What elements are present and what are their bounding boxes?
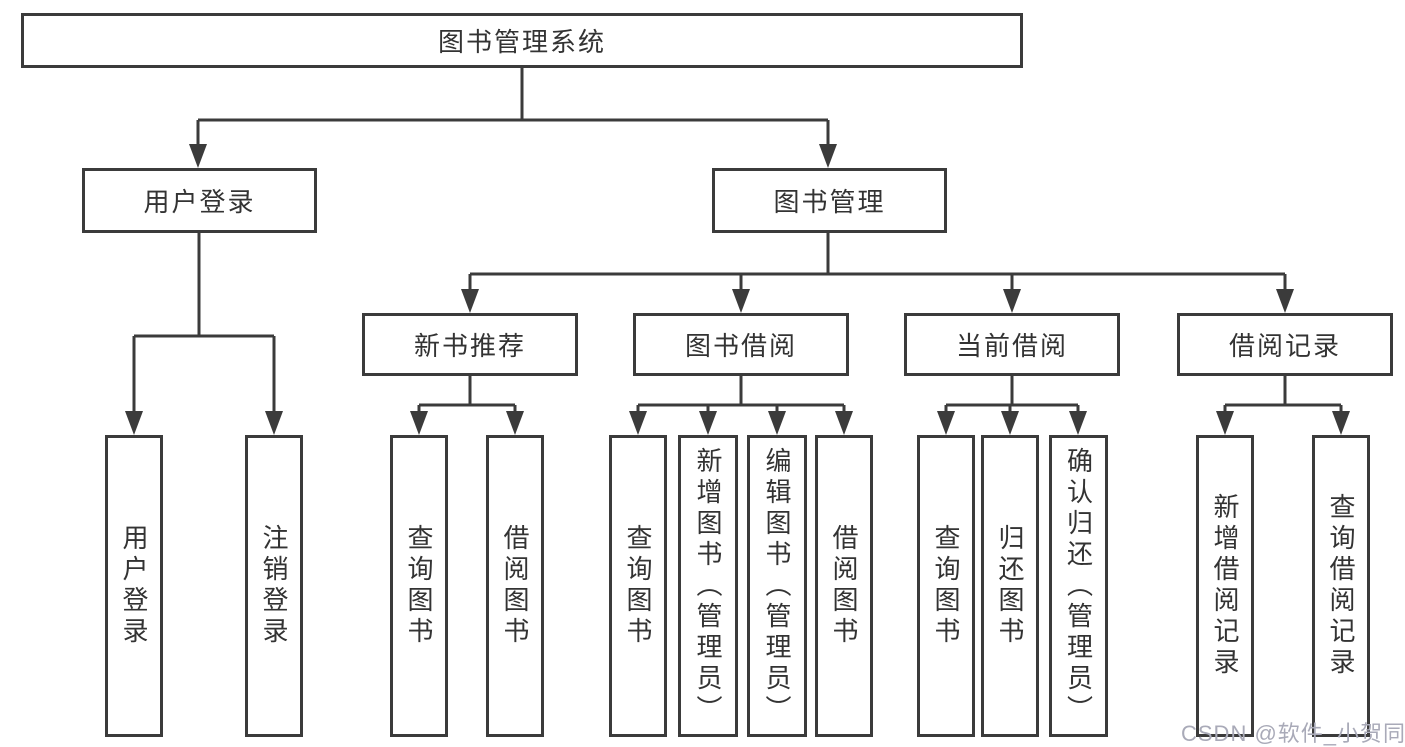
arrowheads <box>125 144 1350 435</box>
node-label: 图书管理 <box>773 187 886 217</box>
csdn-watermark: CSDN @软件_小贺同学 <box>1181 721 1405 746</box>
leaf-edit-book-admin: 编辑图书（管理员） <box>747 435 807 737</box>
node-label: 新增图书（管理员） <box>693 446 723 726</box>
node-book-borrowing: 图书借阅 <box>633 313 849 376</box>
node-label: 借阅图书 <box>500 524 530 648</box>
node-label: 查询图书 <box>623 524 653 648</box>
node-label: 借阅图书 <box>829 524 859 648</box>
leaf-borrow-books-recommend: 借阅图书 <box>486 435 544 737</box>
leaf-add-borrow-record: 新增借阅记录 <box>1196 435 1254 737</box>
node-user-login: 用户登录 <box>82 168 317 233</box>
connector-book-management <box>468 233 1287 296</box>
node-label: 图书借阅 <box>684 331 797 361</box>
node-label: 新增借阅记录 <box>1210 493 1240 679</box>
leaf-return-books: 归还图书 <box>981 435 1039 737</box>
node-label: 用户登录 <box>143 187 256 217</box>
leaf-confirm-return-admin: 确认归还（管理员） <box>1049 435 1108 737</box>
node-label: 用户登录 <box>119 524 149 648</box>
node-book-management: 图书管理 <box>712 168 947 233</box>
node-label: 查询图书 <box>404 524 434 648</box>
connector-root <box>196 68 830 150</box>
node-label: 借阅记录 <box>1228 331 1341 361</box>
node-label: 归还图书 <box>995 524 1025 648</box>
leaf-query-books-borrow: 查询图书 <box>609 435 667 737</box>
leaf-query-borrow-record: 查询借阅记录 <box>1312 435 1370 737</box>
node-label: 注销登录 <box>259 524 289 648</box>
node-label: 编辑图书（管理员） <box>762 446 792 726</box>
leaf-query-books-current: 查询图书 <box>917 435 975 737</box>
node-label: 当前借阅 <box>955 331 1068 361</box>
node-label: 图书管理系统 <box>437 27 606 57</box>
leaf-user-login: 用户登录 <box>105 435 163 737</box>
node-current-borrowing: 当前借阅 <box>904 313 1120 376</box>
node-label: 查询借阅记录 <box>1326 493 1356 679</box>
connector-user-login <box>132 233 276 418</box>
leaf-borrow-books-borrow: 借阅图书 <box>815 435 873 737</box>
connector-new-books <box>417 376 517 418</box>
node-label: 查询图书 <box>931 524 961 648</box>
node-new-book-recommendation: 新书推荐 <box>362 313 578 376</box>
node-library-system: 图书管理系统 <box>21 13 1023 68</box>
node-borrowing-records: 借阅记录 <box>1177 313 1393 376</box>
connector-book-borrow <box>636 376 846 418</box>
leaf-query-books-recommend: 查询图书 <box>390 435 448 737</box>
connector-borrow-records <box>1223 376 1343 418</box>
leaf-logout-login: 注销登录 <box>245 435 303 737</box>
node-label: 新书推荐 <box>413 331 526 361</box>
node-label: 确认归还（管理员） <box>1063 446 1094 726</box>
leaf-add-book-admin: 新增图书（管理员） <box>678 435 738 737</box>
